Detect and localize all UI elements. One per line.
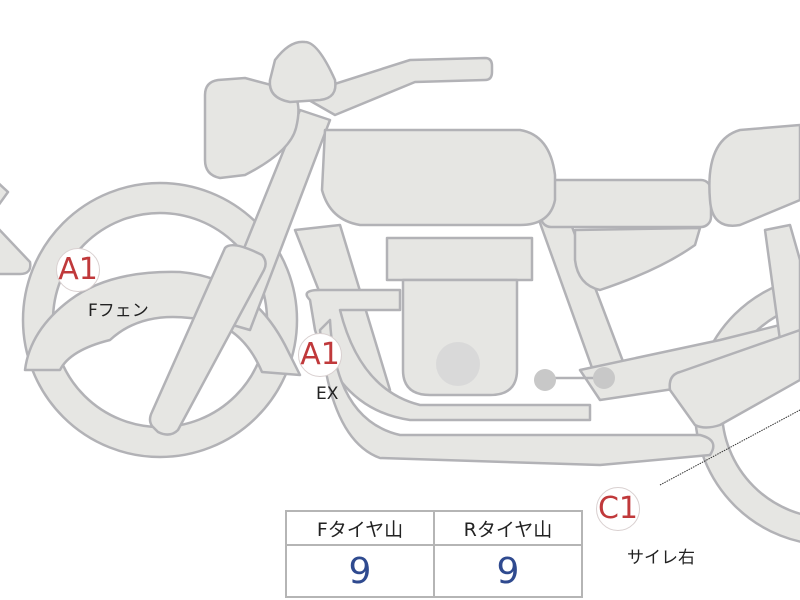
rear-shock bbox=[763, 223, 800, 342]
front-tire-header: Fタイヤ山 bbox=[285, 510, 435, 546]
marker-label-silencer-right: サイレ右 bbox=[627, 548, 695, 568]
speedometer bbox=[268, 40, 337, 104]
marker-badge-silencer-right[interactable]: C1 bbox=[596, 487, 640, 531]
engine-head bbox=[385, 236, 534, 282]
left-edge-part bbox=[0, 182, 10, 206]
footpeg-left bbox=[534, 369, 556, 391]
exhaust-pipe-lower bbox=[318, 318, 715, 467]
headlight bbox=[203, 76, 300, 180]
marker-badge-front-fender[interactable]: A1 bbox=[56, 248, 100, 292]
rear-tire-header: Rタイヤ山 bbox=[433, 510, 583, 546]
footpeg-right bbox=[593, 367, 615, 389]
marker-code: A1 bbox=[58, 252, 98, 287]
seat bbox=[539, 178, 713, 229]
tire-tread-table: Fタイヤ山 Rタイヤ山 9 9 bbox=[285, 510, 583, 598]
left-edge-part-lower bbox=[0, 228, 32, 276]
rear-tire-value: 9 bbox=[433, 544, 583, 598]
marker-label-front-fender: Fフェン bbox=[88, 301, 149, 321]
exhaust-pipe bbox=[305, 288, 592, 422]
fuel-tank bbox=[320, 128, 557, 227]
front-fork bbox=[148, 243, 267, 436]
marker-code: A1 bbox=[300, 337, 340, 372]
handlebar bbox=[298, 56, 494, 117]
rear-fender-bracket bbox=[668, 328, 800, 429]
side-cover bbox=[573, 226, 702, 292]
seat-rear bbox=[708, 123, 800, 227]
silencer-leader-line bbox=[659, 409, 800, 486]
marker-code: C1 bbox=[597, 491, 639, 526]
engine-cover bbox=[436, 342, 480, 386]
marker-label-exhaust: EX bbox=[316, 384, 339, 404]
swingarm bbox=[578, 318, 800, 402]
front-tire-value: 9 bbox=[285, 544, 435, 598]
engine-block bbox=[401, 278, 519, 397]
marker-badge-exhaust[interactable]: A1 bbox=[298, 333, 342, 377]
